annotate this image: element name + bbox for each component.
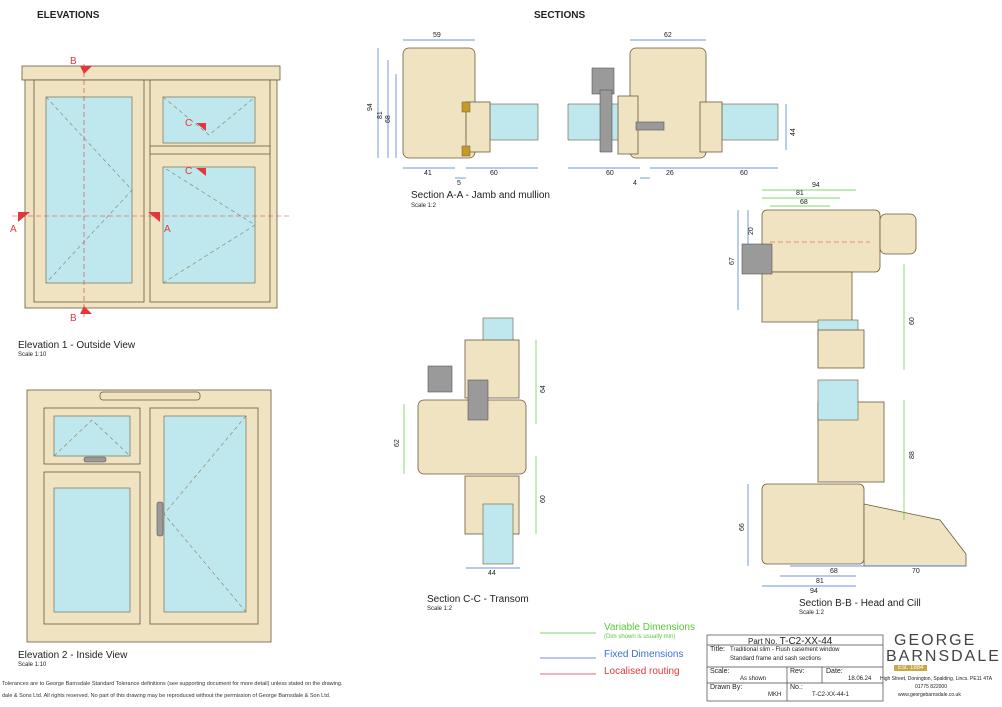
marker-c-top: C (185, 118, 193, 129)
tb-drawn-value: MKH (768, 692, 782, 698)
caption-secaa: Section A-A - Jamb and mullion (411, 190, 550, 201)
svg-text:59: 59 (433, 32, 441, 39)
notice-tolerances: Tolerances are to George Barnsdale Stand… (2, 681, 343, 687)
section-bb: 94 81 68 20 67 60 88 66 68 81 94 70 (729, 182, 967, 595)
svg-text:68: 68 (800, 199, 808, 206)
tb-part: Part No. T-C2-XX-44 (748, 636, 832, 647)
marker-a-left: A (10, 224, 17, 235)
tb-title-line1: Traditional slim - Flush casement window (730, 647, 840, 653)
tb-part-no: T-C2-XX-44 (779, 636, 833, 647)
tb-rev-label: Rev: (790, 668, 805, 675)
tb-scale-label: Scale: (710, 668, 730, 675)
svg-text:88: 88 (909, 451, 916, 459)
tb-title-label: Title: (710, 646, 725, 653)
marker-b-top: B (70, 56, 77, 67)
svg-text:67: 67 (729, 257, 736, 265)
company-name-1: GEORGE (894, 632, 977, 649)
tb-title-line2: Standard frame and sash sections (730, 656, 822, 662)
svg-text:44: 44 (488, 570, 496, 577)
svg-text:62: 62 (394, 439, 401, 447)
company-phone: 01775 822000 (915, 684, 947, 690)
legend-variable-sub: (Dim shown is usually min) (604, 634, 676, 640)
tb-drawn-label: Drawn By: (710, 684, 743, 691)
svg-text:60: 60 (540, 495, 547, 503)
svg-text:68: 68 (385, 115, 392, 123)
tb-part-label: Part No. (748, 637, 778, 646)
svg-text:68: 68 (830, 568, 838, 575)
tb-no-label: No.: (790, 684, 803, 691)
company-est: Est. 1884 (894, 665, 928, 671)
legend-variable: Variable Dimensions (604, 622, 695, 633)
legend-fixed: Fixed Dimensions (604, 649, 684, 660)
company-address: High Street, Donington, Spalding, Lincs.… (880, 676, 993, 682)
caption-elev1: Elevation 1 - Outside View (18, 340, 136, 351)
caption-secbb: Section B-B - Head and Cill (799, 598, 921, 609)
svg-text:60: 60 (606, 170, 614, 177)
svg-text:81: 81 (816, 578, 824, 585)
notice-copyright: dale & Sons Ltd. All rights reserved. No… (2, 693, 331, 699)
caption-seccc: Section C-C - Transom (427, 594, 529, 605)
section-aa-mullion: 62 60 4 26 60 44 (567, 32, 797, 187)
elevation-1 (12, 64, 290, 318)
tb-no-value: T-C2-XX-44-1 (812, 692, 850, 698)
section-aa: 59 94 81 68 41 5 60 (367, 32, 539, 187)
section-cc: 64 62 60 44 (394, 317, 547, 577)
company-web: www.georgebarnsdale.co.uk (898, 692, 961, 698)
svg-text:26: 26 (666, 170, 674, 177)
svg-text:62: 62 (664, 32, 672, 39)
caption-secaa-scale: Scale 1:2 (411, 203, 437, 209)
tb-scale-value: As shown (740, 676, 767, 682)
marker-c-bottom: C (185, 166, 193, 177)
elevation-2 (26, 389, 272, 643)
svg-text:4: 4 (633, 180, 637, 187)
svg-text:81: 81 (377, 111, 384, 119)
elevations-header: ELEVATIONS (37, 10, 100, 21)
caption-elev2-scale: Scale 1:10 (18, 662, 47, 668)
svg-text:5: 5 (457, 180, 461, 187)
marker-a-right: A (164, 224, 171, 235)
caption-seccc-scale: Scale 1:2 (427, 606, 453, 612)
svg-text:94: 94 (812, 182, 820, 189)
svg-text:60: 60 (490, 170, 498, 177)
svg-text:60: 60 (740, 170, 748, 177)
caption-elev1-scale: Scale 1:10 (18, 352, 47, 358)
svg-text:64: 64 (540, 385, 547, 393)
svg-text:60: 60 (909, 317, 916, 325)
caption-elev2: Elevation 2 - Inside View (18, 650, 128, 661)
svg-text:94: 94 (367, 103, 374, 111)
svg-text:81: 81 (796, 190, 804, 197)
legend-routing: Localised routing (604, 666, 680, 677)
svg-text:94: 94 (810, 588, 818, 595)
svg-text:20: 20 (748, 227, 755, 235)
tb-date-value: 18.06.24 (848, 676, 872, 682)
svg-text:66: 66 (739, 523, 746, 531)
svg-text:44: 44 (790, 128, 797, 136)
tb-date-label: Date: (826, 668, 843, 675)
sections-header: SECTIONS (534, 10, 586, 21)
company-name-2: BARNSDALE (886, 648, 1001, 665)
title-block (706, 634, 884, 702)
svg-text:41: 41 (424, 170, 432, 177)
caption-secbb-scale: Scale 1:2 (799, 610, 825, 616)
svg-text:70: 70 (912, 568, 920, 575)
marker-b-bottom: B (70, 313, 77, 324)
